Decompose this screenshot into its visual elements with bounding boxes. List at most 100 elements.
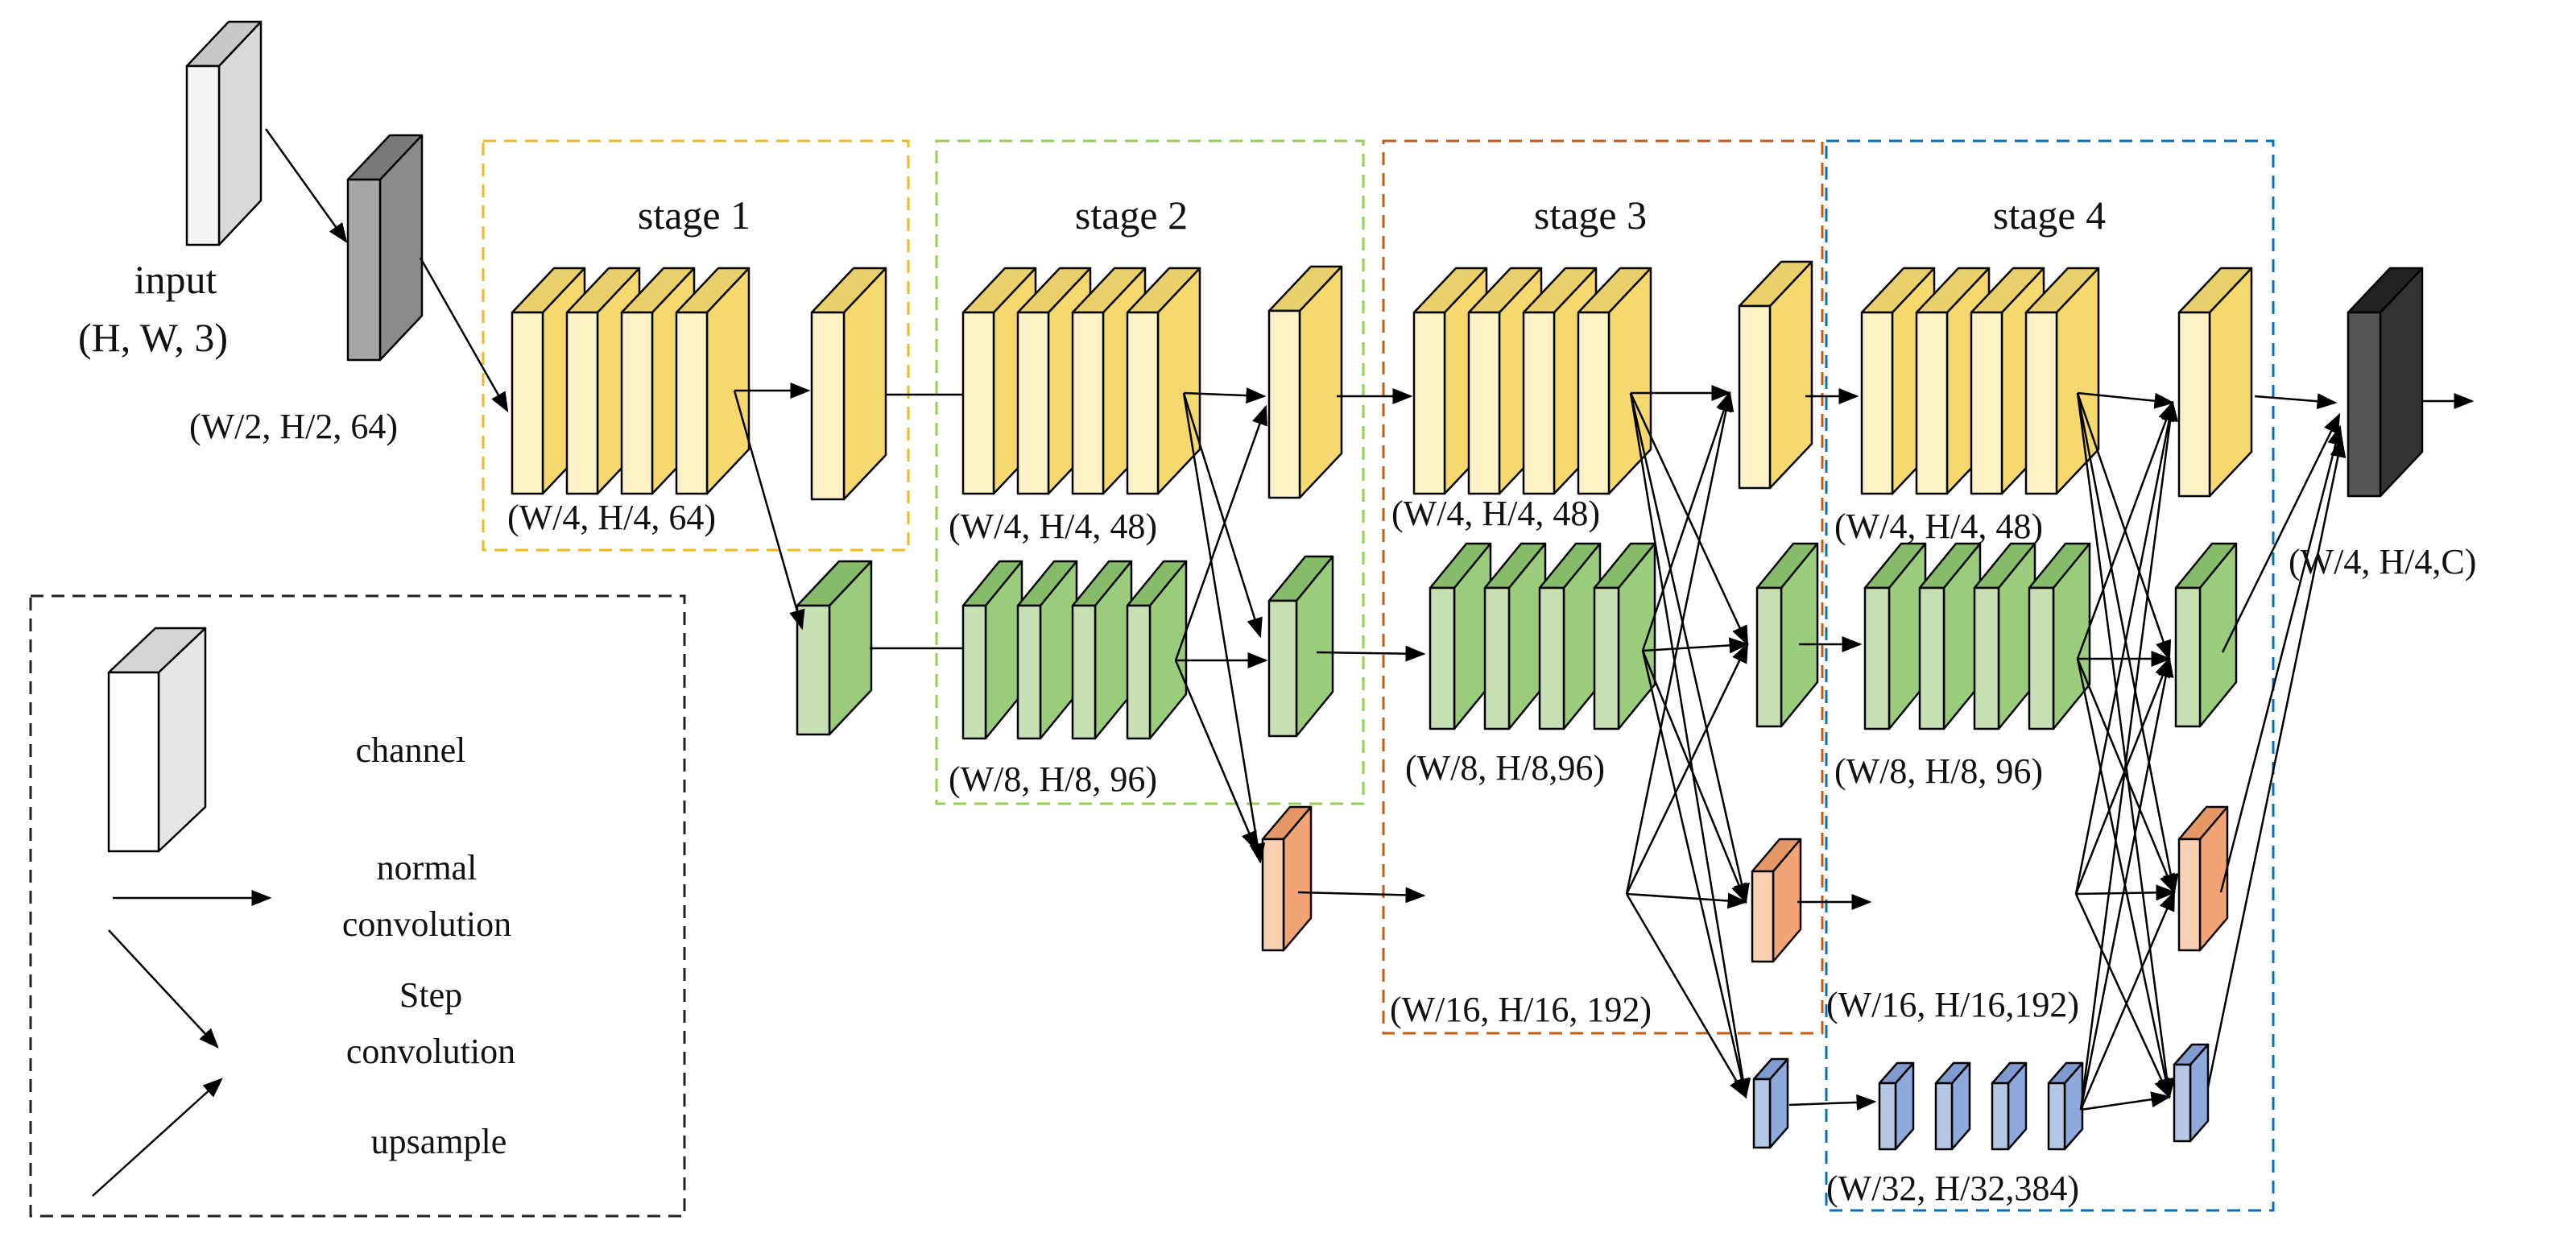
s2-trans-low — [1261, 805, 1313, 952]
s4-x-3-3 — [2080, 1091, 2172, 1111]
s3-x-1-1 — [1642, 637, 1750, 654]
output-block-front — [2347, 311, 2382, 498]
output-block — [2347, 267, 2424, 498]
s3-x-1-0 — [1641, 391, 1732, 652]
s2-trans-mid — [1267, 555, 1334, 738]
s4-x-1-3 — [2076, 658, 2174, 1099]
s4-lowest-block-1-front — [1878, 1082, 1897, 1151]
legend-normal-label-2: convolution — [342, 904, 511, 944]
s4-lowest-block-4-front — [2047, 1082, 2066, 1151]
s4-high-block-3-front — [1970, 311, 2003, 495]
s2-trans-low-to-s3 — [1297, 887, 1426, 904]
s2-mid-block-2 — [1016, 560, 1078, 740]
s3-high-block-4-front — [1577, 311, 1611, 495]
s2-hm — [1182, 392, 1263, 639]
stage-4-box — [1825, 139, 2275, 1212]
s4-mid-block-2-front — [1918, 586, 1945, 730]
legend-step-arrow — [108, 929, 219, 1049]
s2-hl — [1182, 392, 1266, 864]
s4-out-low — [2177, 805, 2229, 952]
input-title: input — [134, 257, 217, 302]
s1-trans-high — [810, 267, 887, 501]
s2-mid-block-4-front — [1126, 604, 1152, 740]
s4-x-0-1 — [2076, 392, 2172, 661]
feature-blocks — [107, 20, 2424, 1151]
s4-out-low-front — [2177, 838, 2202, 952]
stem-block-front — [346, 178, 382, 362]
s2-mid-block-2-front — [1016, 604, 1042, 740]
legend-upsample-label: upsample — [371, 1122, 507, 1161]
s3-mid-block-3-front — [1538, 586, 1565, 730]
s2-trans-high-front — [1267, 309, 1301, 499]
s4-out-high — [2177, 267, 2253, 498]
s1-to-trans-mid — [733, 390, 805, 631]
s3-x-1-2 — [1641, 650, 1747, 904]
out-mid-to-output — [2221, 412, 2341, 653]
s4-mid-block-1-front — [1863, 586, 1891, 730]
s4-lowest-label: (W/32, H/32,384) — [1826, 1169, 2079, 1208]
s3-trans-high-front — [1738, 304, 1772, 490]
s4-mid-label: (W/8, H/8, 96) — [1834, 751, 2043, 791]
legend-step-label-1: Step — [399, 975, 462, 1015]
s4-high-block-2-front — [1915, 311, 1949, 495]
stage-4-title: stage 4 — [1993, 192, 2106, 238]
s3-trans-lowest — [1752, 1057, 1789, 1149]
stem-to-stage1 — [419, 257, 509, 413]
s2-trans-low-front — [1261, 838, 1285, 952]
s4-out-mid-front — [2174, 586, 2202, 728]
s4-out-mid — [2174, 542, 2238, 728]
s3-trans-mid — [1755, 542, 1819, 728]
s4-mid-block-3 — [1973, 542, 2036, 730]
s4-lowest-block-1 — [1878, 1061, 1915, 1151]
s3-x-2-0 — [1625, 391, 1735, 895]
stem-block — [346, 134, 424, 362]
input-to-stem — [264, 128, 348, 244]
stem-label: (W/2, H/2, 64) — [189, 407, 398, 446]
legend-box — [29, 594, 686, 1218]
s4-high-block-4-front — [2024, 311, 2058, 495]
s4-x-2-2 — [2075, 884, 2177, 901]
s4-high-label: (W/4, H/4, 48) — [1834, 507, 2043, 546]
out-high-to-output — [2254, 393, 2338, 410]
s4-lowest-block-3 — [1991, 1061, 2028, 1151]
stage-3-title: stage 3 — [1534, 192, 1647, 238]
s3-trans-low — [1751, 838, 1802, 963]
s3-mid-block-1 — [1429, 542, 1492, 730]
s2-high-block-2-front — [1016, 311, 1050, 495]
s4-high-block-1-front — [1860, 311, 1894, 495]
output-label: (W/4, H/4,C) — [2289, 542, 2476, 581]
s2-ml — [1174, 660, 1258, 852]
s1-high-block-4 — [675, 267, 750, 495]
s4-x-0-3 — [2076, 392, 2176, 1099]
s3-x-2-1 — [1625, 642, 1749, 895]
s2-mid-block-3 — [1071, 560, 1133, 740]
s2-trans-mid-front — [1267, 599, 1298, 738]
s3-trans-high — [1738, 260, 1813, 490]
s4-lowest-block-4 — [2047, 1061, 2084, 1151]
input-block — [185, 20, 263, 246]
s2-mid-block-1 — [961, 560, 1023, 740]
s2-mh — [1174, 404, 1267, 661]
legend-channel-block — [107, 627, 207, 853]
s3-mid-label: (W/8, H/8,96) — [1405, 748, 1605, 788]
s3-high-block-3-front — [1522, 311, 1556, 495]
s4-low-label: (W/16, H/16,192) — [1826, 985, 2079, 1024]
s4-out-high-front — [2177, 311, 2211, 498]
s4-x-2-3 — [2074, 893, 2171, 1099]
s2-trans-high — [1267, 265, 1343, 499]
s4-out-lowest-front — [2173, 1063, 2192, 1143]
s3-high-block-4 — [1577, 267, 1652, 495]
s4-mid-block-1 — [1863, 542, 1927, 730]
s3-trans-mid-front — [1755, 586, 1783, 728]
s3-high-block-1-front — [1412, 311, 1446, 495]
s3-mid-block-1-front — [1429, 586, 1456, 730]
stage-1-title: stage 1 — [638, 192, 750, 238]
s4-lowest-block-2 — [1934, 1061, 1971, 1151]
legend-upsample-arrow — [92, 1078, 223, 1197]
s3-x-2-3 — [1625, 893, 1747, 1099]
s4-x-1-0 — [2076, 400, 2174, 660]
legend-channel-label: channel — [356, 730, 466, 770]
s1-trans-high-front — [810, 311, 846, 501]
s3-x-0-3 — [1629, 392, 1751, 1099]
